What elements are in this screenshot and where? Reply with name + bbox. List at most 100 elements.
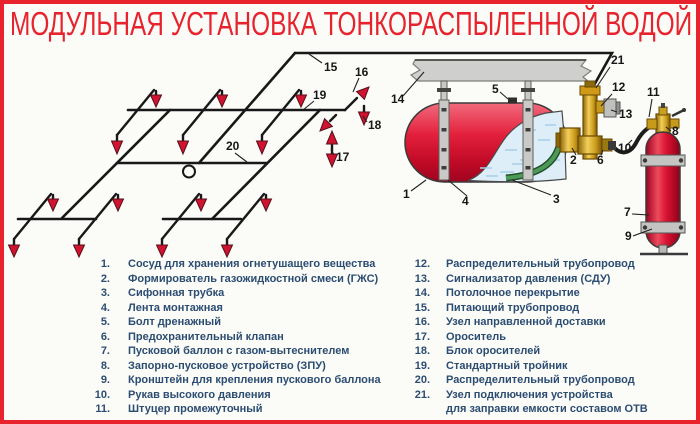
intermediate-union: [646, 118, 658, 130]
legend-item-continuation: для заправки емкости составом ОТВ: [404, 402, 692, 417]
sprinkler-arrow-short: [46, 89, 308, 213]
label-11: 11: [647, 85, 660, 99]
legend-text: Запорно-пусковое устройство (ЗПУ): [128, 359, 326, 372]
legend-num: 20.: [414, 374, 430, 387]
legend-item: 18. Блок оросителей: [404, 344, 692, 359]
label-16: 16: [355, 65, 369, 79]
legend-item: 6. Предохранительный клапан: [84, 330, 400, 345]
strap-right: [522, 99, 534, 181]
label-14: 14: [391, 92, 405, 106]
label-17: 17: [336, 150, 350, 164]
ceiling-slab: [409, 59, 593, 82]
legend-text: Узел подключения устройства: [446, 388, 613, 401]
legend-text: Лента монтажная: [128, 301, 223, 314]
legend-num: 18.: [414, 345, 430, 358]
piping-network: [12, 51, 615, 241]
left-range-pipe: [60, 108, 172, 220]
legend-num: 21.: [414, 388, 430, 401]
legend-item: 7.Пусковой баллон с газом-вытеснителем: [84, 344, 400, 359]
legend-item: 10.Рукав высокого давления: [84, 388, 400, 403]
legend-item: 11.Штуцер промежуточный: [84, 402, 400, 417]
legend-item: 4. Лента монтажная: [84, 301, 400, 316]
legend-text: Сосуд для хранения огнетушащего вещества: [128, 258, 376, 270]
label-20: 20: [226, 139, 240, 153]
label-2: 2: [570, 153, 577, 167]
filling-connection-cap: [584, 80, 596, 88]
diagram-number-labels: 1 2 3 4 5 6 7 8 9 10 11 12 13 14 15 16 1…: [226, 53, 679, 243]
legend-num: 6.: [100, 330, 110, 343]
cylinder-bracket-bottom: [640, 221, 686, 234]
legend-item: 12.Распределительный трубопровод: [404, 257, 692, 272]
cylinder-bracket-top: [640, 154, 686, 167]
legend-text: Болт дренажный: [128, 316, 221, 329]
label-5: 5: [492, 82, 499, 96]
legend-num: 11.: [95, 403, 110, 416]
valve-assembly: [555, 80, 621, 160]
legend-text: Распределительный трубопровод: [446, 374, 635, 387]
legend-text: Питающий трубопровод: [446, 301, 580, 314]
delivery-unit-node: [343, 86, 371, 127]
legend-item: 16.Узел направленной доставки: [404, 315, 692, 330]
legend-num: 13.: [414, 272, 430, 285]
legend-text: Стандартный тройник: [446, 359, 568, 372]
vessel-cutaway-water: [467, 110, 567, 183]
legend-text: Предохранительный клапан: [128, 330, 284, 343]
legend-text: Формирователь газожидкостной смеси (ГЖС): [128, 272, 379, 285]
legend-item: 20. Распределительный трубопровод: [404, 373, 692, 388]
label-12: 12: [612, 80, 626, 94]
legend-item: 1. Сосуд для хранения огнетушащего вещест…: [84, 257, 400, 272]
feeding-pipe: [293, 51, 615, 98]
legend-text: Сифонная трубка: [128, 287, 225, 300]
legend-item: 17.Ороситель: [404, 330, 692, 345]
legend-num: 7.: [100, 345, 110, 358]
shutoff-starter-device: [655, 113, 671, 135]
legend-item: 13. Сигнализатор давления (СДУ): [404, 272, 692, 287]
legend-num: 1.: [100, 258, 110, 270]
pipe-cap-circle: [182, 164, 196, 179]
legend-num: 5.: [100, 316, 110, 329]
hose-fitting-left: [608, 141, 616, 150]
label-1: 1: [403, 187, 410, 201]
label-8: 8: [672, 124, 679, 138]
label-21: 21: [611, 53, 625, 67]
label-19: 19: [313, 88, 327, 102]
legend-text: Узел направленной доставки: [446, 316, 606, 329]
label-3: 3: [553, 192, 560, 206]
legend-text: Потолочное перекрытие: [446, 287, 580, 300]
mounting-straps: [437, 80, 535, 181]
legend-num: 19.: [414, 359, 430, 372]
label-4: 4: [462, 194, 469, 208]
legend-item: 15.Питающий трубопровод: [404, 301, 692, 316]
legend-text: Кронштейн для крепления пускового баллон…: [128, 374, 381, 387]
page-title: МОДУЛЬНАЯ УСТАНОВКА ТОНКОРАСПЫЛЕННОЙ ВОД…: [10, 5, 693, 42]
label-13: 13: [619, 107, 633, 121]
siphon-tube: [505, 141, 562, 180]
legend-num: 12.: [414, 258, 430, 270]
legend-num-empty: [404, 402, 430, 417]
label-9: 9: [625, 229, 632, 243]
sprinkler-arrow-down: [7, 133, 269, 259]
legend-num: 10.: [94, 388, 110, 401]
legend-item: 9.Кронштейн для крепления пускового балл…: [84, 373, 400, 388]
safety-valve-block: [577, 135, 603, 155]
legend-text: Сигнализатор давления (СДУ): [446, 272, 611, 285]
high-pressure-hose: [610, 124, 653, 155]
legend-num: 17.: [414, 330, 430, 343]
sprinkler-node-17: [319, 113, 339, 169]
gjs-mixer-fitting: [559, 127, 581, 153]
legend-num: 4.: [100, 301, 110, 314]
legend-item: 8.Запорно-пусковое устройство (ЗПУ): [84, 359, 400, 374]
legend-item: 19. Стандартный тройник: [404, 359, 692, 374]
legend-item: 14. Потолочное перекрытие: [404, 286, 692, 301]
legend-item: 3.Сифонная трубка: [84, 286, 400, 301]
drain-bolt: [508, 97, 517, 104]
label-15: 15: [324, 60, 338, 74]
legend-text: Блок оросителей: [446, 345, 541, 358]
legend-item: 2.Формирователь газожидкостной смеси (ГЖ…: [84, 272, 400, 287]
legend-num: 14.: [414, 287, 430, 300]
label-6: 6: [597, 153, 604, 167]
legend-item: 5. Болт дренажный: [84, 315, 400, 330]
strap-left: [438, 99, 450, 181]
label-7: 7: [624, 205, 631, 219]
